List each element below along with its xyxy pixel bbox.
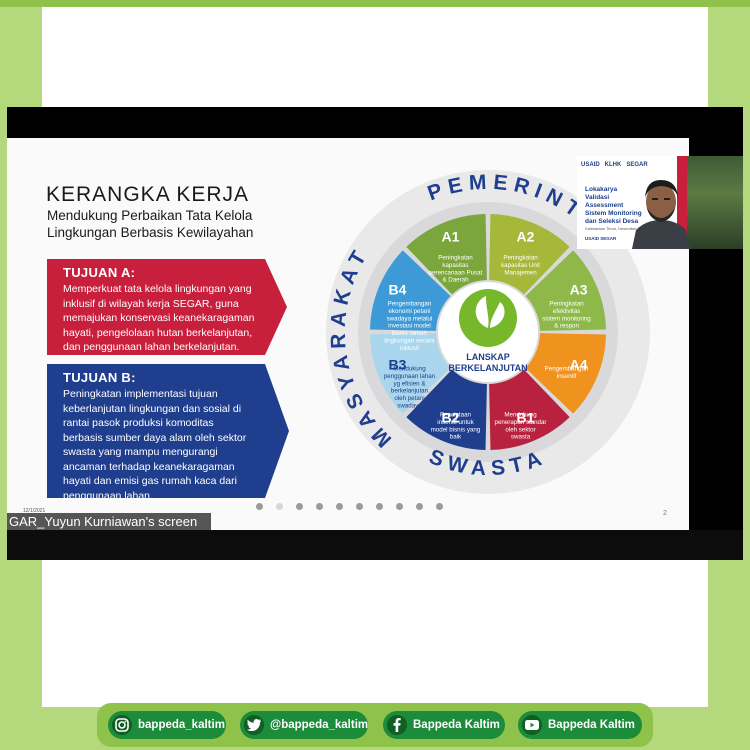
carousel-dot[interactable] — [436, 503, 443, 510]
slide-title: KERANGKA KERJA — [46, 183, 250, 206]
twitter-icon — [244, 715, 264, 735]
center-label-1: LANSKAP — [466, 352, 510, 362]
carousel-dot[interactable] — [336, 503, 343, 510]
card-org: USAID SEGAR — [585, 236, 617, 241]
segment-a4-code: A4 — [570, 357, 588, 373]
segment-b3-code: B3 — [389, 357, 407, 373]
leaf-icon-2 — [490, 302, 505, 328]
top-band — [0, 0, 750, 7]
social-twitter-label: @bappeda_kaltim — [270, 719, 369, 731]
tujuan-b-body: Peningkatan implementasi tujuan keberlan… — [63, 388, 247, 502]
segment-b1 — [489, 369, 570, 450]
segment-b3 — [370, 333, 451, 414]
participant-person — [632, 180, 690, 249]
segment-a4 — [525, 333, 606, 414]
leaf-icon — [475, 296, 489, 328]
card-red-accent — [677, 156, 687, 249]
social-twitter[interactable]: @bappeda_kaltim — [240, 711, 368, 739]
social-instagram[interactable]: bappeda_kaltim — [108, 711, 226, 739]
segment-a3-code: A3 — [570, 281, 588, 297]
social-instagram-label: bappeda_kaltim — [138, 719, 225, 731]
social-youtube[interactable]: Bappeda Kaltim — [518, 711, 642, 739]
segment-a3 — [525, 250, 606, 331]
segment-a1-code: A1 — [442, 228, 460, 244]
carousel-dot[interactable] — [316, 503, 323, 510]
card-logo-1: USAID — [581, 162, 600, 168]
instagram-icon — [112, 715, 132, 735]
screen-bottom-bar — [7, 530, 743, 560]
facebook-icon — [387, 715, 407, 735]
slide-page-number: 2 — [663, 510, 667, 517]
tujuan-a-body: Memperkuat tata kelola lingkungan yang i… — [63, 283, 255, 353]
video-trees-background — [687, 156, 743, 249]
segment-b1-code: B1 — [517, 410, 535, 426]
segment-b2-code: B2 — [442, 410, 460, 426]
social-facebook-label: Bappeda Kaltim — [413, 719, 500, 731]
carousel-dot[interactable] — [296, 503, 303, 510]
screen-share-label: GAR_Yuyun Kurniawan's screen — [7, 513, 211, 530]
segment-b2 — [406, 369, 487, 450]
segment-b4-code: B4 — [389, 281, 407, 297]
card-logo-3: SEGAR — [626, 162, 648, 168]
segment-a2-code: A2 — [517, 228, 535, 244]
tujuan-a-box: TUJUAN A: Memperkuat tata kelola lingkun… — [47, 259, 265, 355]
social-youtube-label: Bappeda Kaltim — [548, 719, 635, 731]
carousel-dot[interactable] — [416, 503, 423, 510]
carousel-dot[interactable] — [376, 503, 383, 510]
slide-subtitle: Mendukung Perbaikan Tata Kelola Lingkung… — [47, 207, 287, 241]
tujuan-a-heading: TUJUAN A: — [63, 265, 136, 280]
center-label-2: BERKELANJUTAN — [448, 363, 527, 373]
segment-a2 — [489, 214, 570, 295]
card-title: Lokakarya Validasi Assessment Sistem Mon… — [585, 186, 642, 225]
slide-date: 12/1/2021 — [23, 508, 46, 514]
tujuan-a-arrow-tip — [265, 259, 287, 355]
youtube-icon — [522, 715, 542, 735]
subtitle-line-2: Lingkungan Berbasis Kewilayahan — [47, 225, 254, 240]
tujuan-b-heading: TUJUAN B: — [63, 370, 136, 385]
social-facebook[interactable]: Bappeda Kaltim — [383, 711, 505, 739]
carousel-dot[interactable] — [356, 503, 363, 510]
segment-b4 — [370, 250, 451, 331]
card-location: Kalimantan Timur, Desember 2021 — [585, 226, 647, 231]
carousel-dot[interactable] — [396, 503, 403, 510]
card-logo-2: KLHK — [604, 162, 622, 168]
card-logos: USAID KLHK SEGAR — [581, 160, 648, 170]
segment-a1 — [406, 214, 487, 295]
subtitle-line-1: Mendukung Perbaikan Tata Kelola — [47, 208, 253, 223]
carousel-dot[interactable] — [256, 503, 263, 510]
tujuan-b-box: TUJUAN B: Peningkatan implementasi tujua… — [47, 364, 265, 502]
carousel-dot[interactable] — [276, 503, 283, 510]
tujuan-b-arrow-tip — [265, 364, 289, 498]
